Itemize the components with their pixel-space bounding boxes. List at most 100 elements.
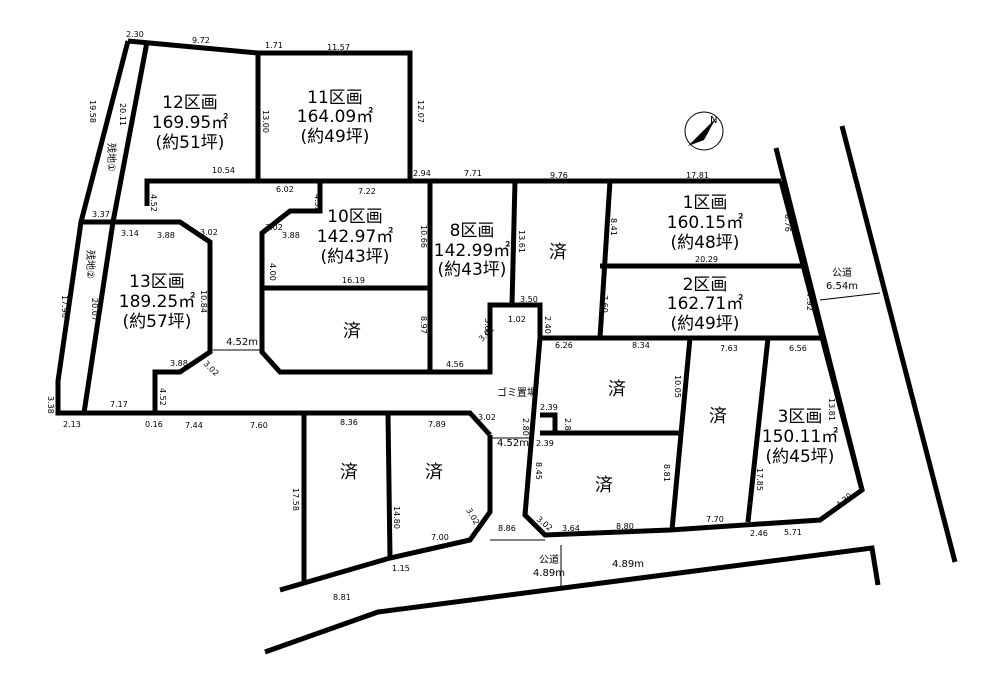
lot1-title: 1区画 bbox=[683, 193, 728, 213]
lot3-area: 150.11㎡ bbox=[762, 427, 838, 447]
compass-label: N bbox=[710, 115, 717, 126]
sold-label: 済 bbox=[343, 321, 361, 342]
dim-label: 9.76 bbox=[550, 171, 568, 180]
dim-label: 8.76 bbox=[783, 214, 792, 232]
sold-lot-under10 bbox=[259, 288, 515, 375]
lot13-title: 13区画 bbox=[129, 272, 185, 292]
dim-label: 8.34 bbox=[632, 341, 650, 350]
remnant2-label: 残地② bbox=[84, 250, 97, 279]
lot2-tsubo: (約49坪) bbox=[671, 314, 740, 334]
dim-label: 16.19 bbox=[342, 276, 365, 285]
sold-lots-bottom bbox=[303, 435, 493, 586]
dim-label: 2.46 bbox=[750, 529, 768, 538]
sold-label: 済 bbox=[709, 406, 727, 427]
lot12-area: 169.95㎡ bbox=[152, 113, 228, 133]
sold-labels: 済 済 済 済 済 済 済 bbox=[340, 242, 727, 496]
dim-label: 8.81 bbox=[662, 464, 671, 482]
lot13-area: 189.25㎡ bbox=[119, 292, 195, 312]
lot-divider-b bbox=[745, 337, 771, 523]
lot1-tsubo: (約48坪) bbox=[671, 233, 740, 253]
dim-label: 7.60 bbox=[250, 421, 268, 430]
dim-label: 2.40 bbox=[543, 316, 552, 334]
sold-label: 済 bbox=[340, 462, 358, 483]
dim-label: 3.50 bbox=[520, 295, 538, 304]
east-road-east-edge bbox=[839, 125, 958, 563]
dim-label: 4.52 bbox=[313, 194, 322, 212]
north-compass: N bbox=[684, 111, 724, 151]
dim-label: 4.00 bbox=[268, 263, 277, 281]
lot10-area: 142.97㎡ bbox=[317, 227, 393, 247]
lot10-outline bbox=[259, 181, 430, 291]
dim-label: 3.14 bbox=[121, 229, 139, 238]
roads bbox=[213, 125, 958, 655]
dim-label: 20.11 bbox=[118, 103, 127, 126]
remnant1-label: 残地① bbox=[105, 143, 118, 172]
sold-label: 済 bbox=[608, 379, 626, 400]
north-boundary bbox=[127, 38, 413, 181]
lower-road-north bbox=[155, 410, 492, 437]
dim-label: 2.39 bbox=[540, 403, 558, 412]
dim-label: 4.30 bbox=[835, 491, 854, 509]
divider-sold-1 bbox=[597, 180, 613, 339]
dim-label: 6.56 bbox=[789, 344, 807, 353]
sold-label: 済 bbox=[595, 475, 613, 496]
south-road-width-2: 4.89m bbox=[612, 559, 644, 570]
lot13-tsubo: (約57坪) bbox=[123, 312, 192, 332]
dim-label: 6.02 bbox=[276, 185, 294, 194]
dim-label: 3.02 bbox=[477, 324, 496, 343]
dim-label: 3.02 bbox=[464, 507, 481, 527]
dim-label: 20.07 bbox=[90, 298, 99, 321]
dim-label: 2.94 bbox=[413, 169, 431, 178]
dim-label: 7.71 bbox=[464, 169, 482, 178]
dim-label: 2.13 bbox=[63, 420, 81, 429]
dim-label: 7.00 bbox=[431, 533, 449, 542]
dim-label: 7.22 bbox=[358, 187, 376, 196]
lot13-outline bbox=[113, 219, 213, 413]
dim-label: 6.26 bbox=[555, 341, 573, 350]
dim-label: 5.71 bbox=[784, 528, 802, 537]
dim-label: 7.44 bbox=[185, 421, 203, 430]
dim-label: 4.52 bbox=[158, 388, 167, 406]
dim-label: 19.58 bbox=[88, 100, 97, 123]
dim-label: 14.80 bbox=[392, 506, 401, 529]
divider-8-sold bbox=[509, 180, 518, 306]
dim-label: 8.86 bbox=[498, 524, 516, 533]
dim-label: 7.89 bbox=[428, 420, 446, 429]
dim-label: 8.80 bbox=[616, 522, 634, 531]
dim-label: 3.02 bbox=[200, 228, 218, 237]
internal-road-width: 4.52m bbox=[226, 337, 258, 348]
dim-label: 17.96 bbox=[60, 295, 69, 318]
dim-label: 8.81 bbox=[333, 593, 351, 602]
east-road-west-edge bbox=[773, 147, 865, 491]
dim-label: 12.07 bbox=[416, 100, 425, 123]
dim-label: 7.92 bbox=[805, 293, 814, 311]
dim-label: 7.63 bbox=[720, 344, 738, 353]
lot2-title: 2区画 bbox=[683, 275, 728, 295]
dim-label: 7.17 bbox=[110, 400, 128, 409]
dim-label: 1.02 bbox=[508, 315, 526, 324]
dim-label: 8.97 bbox=[419, 316, 428, 334]
dim-label: 3.02 bbox=[478, 413, 496, 422]
dim-label: 8.45 bbox=[534, 462, 543, 480]
sold-lots-divider bbox=[385, 412, 393, 559]
dim-label: 17.85 bbox=[755, 468, 764, 491]
dim-label: 3.88 bbox=[282, 231, 300, 240]
lot11-title: 11区画 bbox=[307, 88, 363, 108]
dim-label: 3.64 bbox=[562, 524, 580, 533]
lot11-tsubo: (約49坪) bbox=[301, 127, 370, 147]
dim-label: 8.41 bbox=[609, 218, 618, 236]
south-road-name: 公道 bbox=[539, 553, 559, 566]
dim-label: 10.84 bbox=[199, 290, 208, 313]
dim-label: 17.81 bbox=[686, 171, 709, 180]
dim-label: 2.80 bbox=[563, 418, 572, 436]
dim-label: 13.81 bbox=[827, 398, 836, 421]
dim-label: 4.52 bbox=[149, 194, 158, 212]
sold-label: 済 bbox=[425, 462, 443, 483]
dim-label: 3.88 bbox=[170, 359, 188, 368]
garbage-label: ゴミ置場 bbox=[497, 386, 537, 399]
dim-label: 1.15 bbox=[392, 564, 410, 573]
compass-arrow-icon bbox=[688, 118, 716, 146]
lot11-area: 164.09㎡ bbox=[297, 107, 373, 127]
dim-label: 3.88 bbox=[483, 318, 492, 336]
